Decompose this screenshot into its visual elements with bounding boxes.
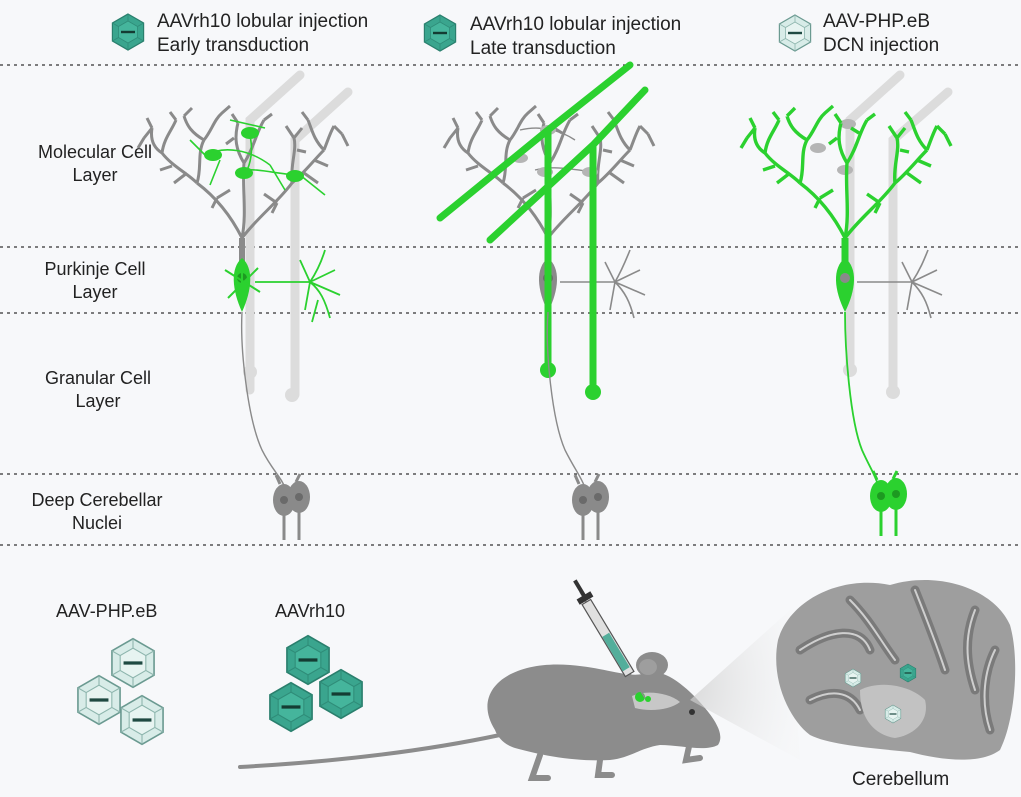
granule-cell-body [285, 388, 299, 402]
column-dcn-injection [739, 70, 953, 536]
purkinje-axon [546, 311, 586, 489]
capsid-dark-icon [269, 681, 313, 733]
capsid-dark-icon [286, 634, 330, 686]
cerebellum-label: Cerebellum [852, 769, 949, 790]
granule-cell-body [540, 362, 556, 378]
legend-early-line1: AAVrh10 lobular injection [157, 11, 368, 32]
layer-labels: Molecular Cell Layer Purkinje Cell Layer… [31, 142, 162, 533]
column-early-transduction [136, 70, 353, 540]
capsid-light-icon [778, 14, 812, 52]
capsid-dark-icon [423, 14, 457, 52]
mouse-feet [527, 739, 703, 781]
mouse-body [487, 664, 721, 761]
legend-dcn-line1: AAV-PHP.eB [823, 11, 930, 32]
layer-dividers [0, 64, 1021, 546]
capsid-dark-icon [111, 13, 145, 51]
stellate-cell-body [286, 170, 304, 182]
legend-early-line2: Early transduction [157, 35, 309, 56]
legend-late-line2: Late transduction [470, 38, 616, 59]
virus-panel: AAV-PHP.eB AAVrh10 [56, 601, 363, 746]
column-late-transduction [436, 61, 656, 540]
mouse-tail [238, 733, 502, 769]
mouse-eye [689, 709, 695, 715]
purkinje-axon [241, 311, 286, 489]
cerebellum-section: Cerebellum [690, 579, 1016, 790]
cerebellum-outline [776, 579, 1016, 760]
legend-item-early: AAVrh10 lobular injection Early transduc… [111, 11, 368, 56]
legend-item-late: AAVrh10 lobular injection Late transduct… [423, 14, 681, 59]
virus-label-rh10: AAVrh10 [275, 601, 345, 621]
dcn-neurons-gray [572, 473, 609, 540]
basket-cell [255, 249, 341, 323]
layer-purkinje-line2: Layer [72, 282, 117, 302]
layer-dcn-line2: Nuclei [72, 513, 122, 533]
capsid-light-icon [77, 674, 121, 726]
legend-item-dcn: AAV-PHP.eB DCN injection [778, 11, 939, 56]
stellate-cell-body [241, 127, 259, 139]
dcn-neurons-green [870, 470, 907, 536]
capsid-dark-icon [319, 668, 363, 720]
syringe-icon [573, 579, 646, 699]
legend-dcn-line2: DCN injection [823, 35, 939, 56]
layer-granular-line1: Granular Cell [45, 368, 151, 388]
layer-molecular-line2: Layer [72, 165, 117, 185]
layer-dcn-line1: Deep Cerebellar [31, 490, 162, 510]
dcn-neurons-gray [273, 473, 310, 540]
virus-label-php-eb: AAV-PHP.eB [56, 601, 157, 621]
parallel-fibers-green [436, 61, 649, 396]
capsid-light-icon [120, 694, 164, 746]
injection-site [635, 692, 645, 702]
layer-granular-line2: Layer [75, 391, 120, 411]
purkinje-soma-green [835, 258, 855, 312]
zoom-cone [690, 610, 800, 760]
legend: AAVrh10 lobular injection Early transduc… [111, 11, 939, 59]
mouse-illustration [238, 652, 721, 781]
capsid-light-icon [111, 637, 155, 689]
layer-molecular-line1: Molecular Cell [38, 142, 152, 162]
interneuron-axons [189, 119, 326, 196]
granule-cell-body [585, 384, 601, 400]
legend-late-line1: AAVrh10 lobular injection [470, 14, 681, 35]
stellate-cell-body [204, 149, 222, 161]
layer-purkinje-line1: Purkinje Cell [44, 259, 145, 279]
stellate-cell-body [235, 167, 253, 179]
parallel-fiber-faint [245, 70, 353, 400]
granule-cell-body [243, 365, 257, 379]
